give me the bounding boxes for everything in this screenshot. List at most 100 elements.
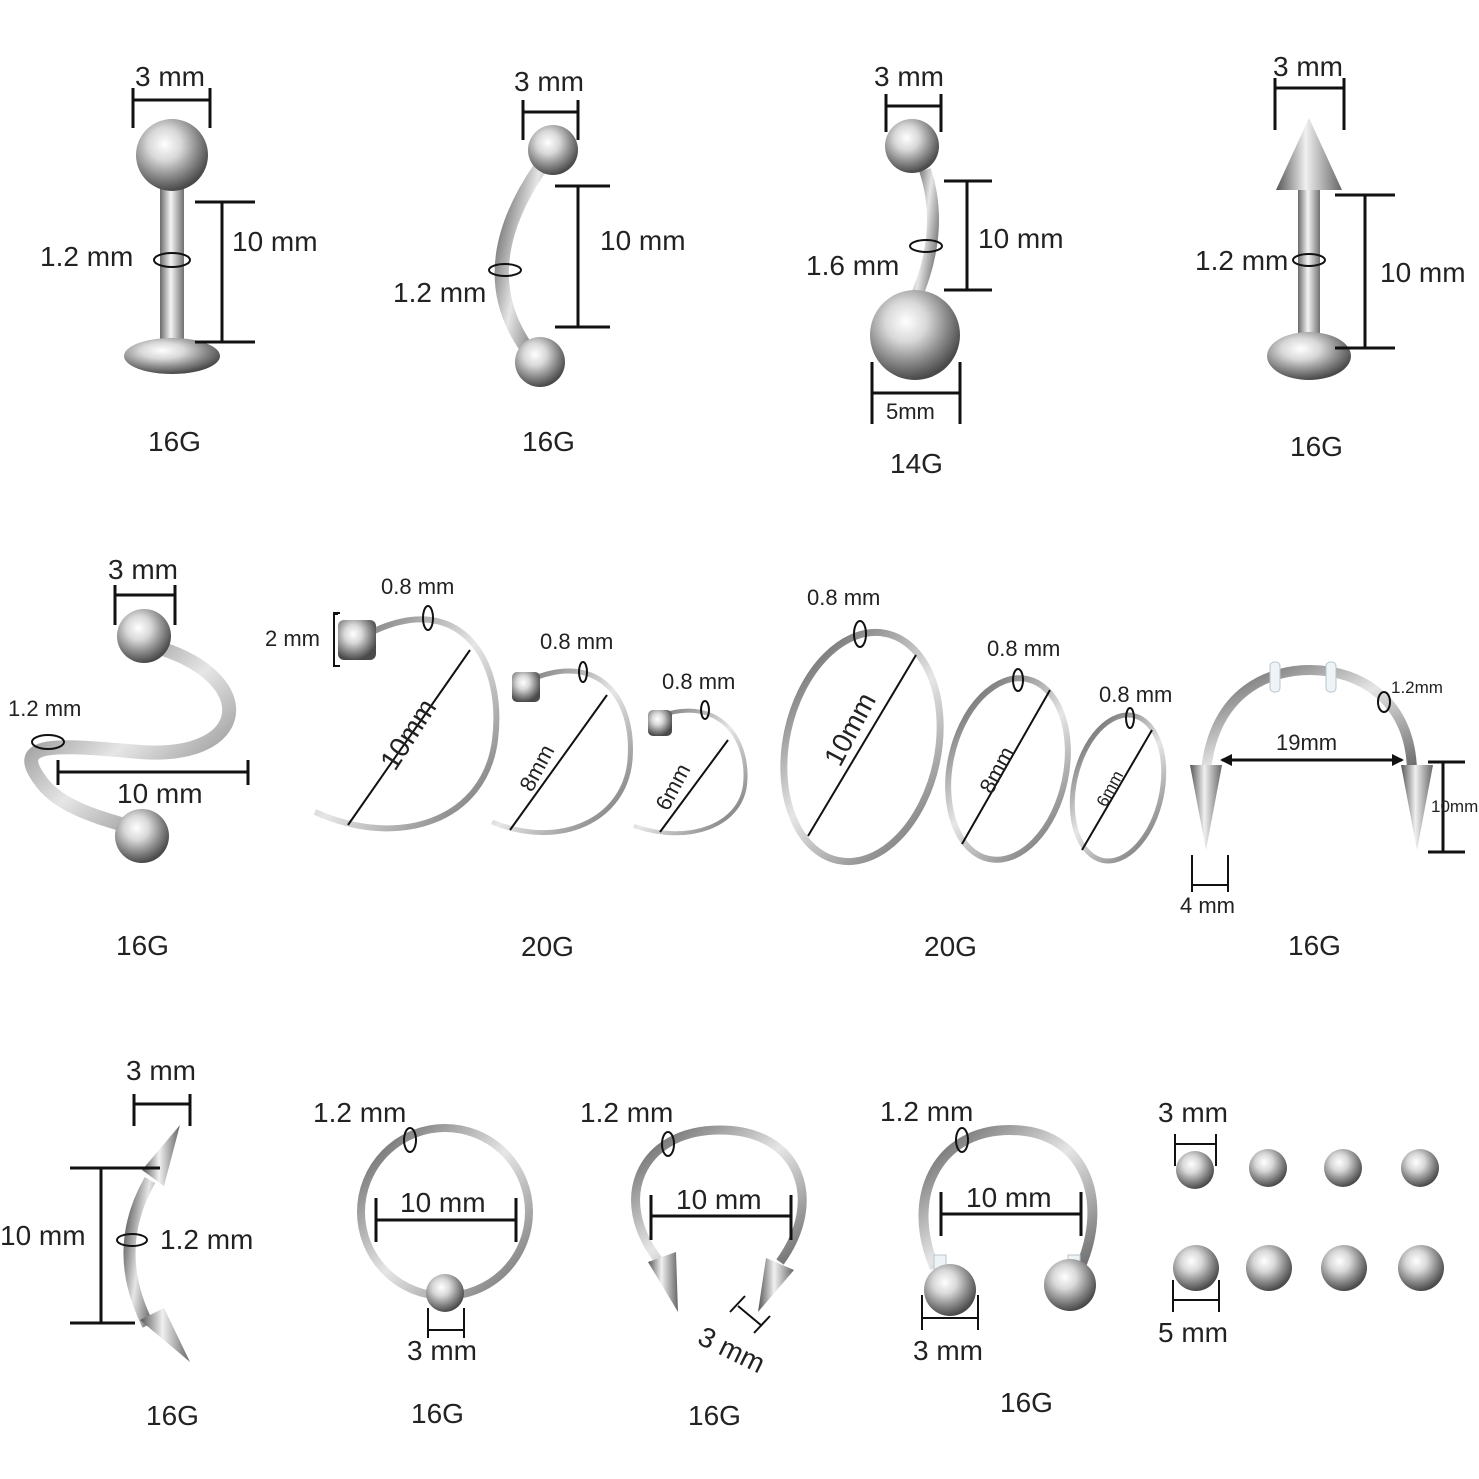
twist-spiral-item: 3 mm 1.2 mm 10 mm 16G [8, 554, 250, 961]
size-10: 10mm [374, 693, 442, 775]
industrial-spike-item: 1.2mm 19mm 10mm 4 mm 16G [1180, 661, 1478, 961]
hoop-8mm [491, 668, 633, 836]
captive-ring-item: 1.2 mm 10 mm 3 mm 16G [313, 1097, 533, 1429]
size-8: 8mm [514, 740, 559, 795]
length-dim: 10 mm [232, 226, 318, 257]
spike-length-dim: 10mm [1431, 797, 1478, 816]
bottom-ball [115, 809, 169, 863]
hoop-10mm [313, 616, 500, 832]
gauge-label: 16G [146, 1400, 199, 1431]
top-spike [1276, 118, 1342, 190]
captive-bead [426, 1274, 464, 1312]
right-spike [1401, 765, 1433, 850]
right-ball [1044, 1259, 1096, 1311]
nose-hoops-flat-item: 2 mm 0.8 mm 10mm 0.8 mm 8mm 0.8 mm 6mm 2… [265, 574, 748, 962]
top-spike-dim: 3 mm [1273, 51, 1343, 82]
flat-end-dim: 2 mm [265, 626, 320, 651]
bead-dim: 3 mm [407, 1335, 477, 1366]
gauge-label: 20G [521, 931, 574, 962]
left-spike [648, 1252, 678, 1312]
gauge-dim: 1.2 mm [1195, 245, 1288, 276]
bottom-ball [870, 290, 960, 380]
gauge-label: 14G [890, 448, 943, 479]
hoop-6mm [633, 708, 748, 836]
length-dim: 10 mm [1380, 257, 1466, 288]
gauge-dim: 1.2 mm [880, 1096, 973, 1127]
length-dim: 10 mm [0, 1220, 86, 1251]
large-ball [1173, 1245, 1219, 1291]
labret-disc [1267, 332, 1351, 380]
size-6: 6mm [650, 759, 695, 814]
gauge-dim: 1.2 mm [160, 1224, 253, 1255]
top-ball-dim: 3 mm [108, 554, 178, 585]
gauge-label: 16G [116, 930, 169, 961]
small-ball [1324, 1149, 1362, 1187]
thickness-6: 0.8 mm [1099, 682, 1172, 707]
gauge-dim: 1.2 mm [393, 277, 486, 308]
left-ball [924, 1264, 976, 1316]
o-ring [1269, 661, 1281, 693]
length-dim: 10 mm [978, 223, 1064, 254]
gauge-label: 16G [411, 1398, 464, 1429]
gauge-label: 16G [522, 426, 575, 457]
small-ball [1249, 1149, 1287, 1187]
length-dim: 10 mm [600, 225, 686, 256]
labret-disc [124, 338, 220, 374]
bottom-ball-dim: 5mm [886, 399, 935, 424]
diameter-dim: 10 mm [676, 1184, 762, 1215]
flat-end [338, 620, 376, 660]
top-ball-dim: 3 mm [514, 66, 584, 97]
large-ball [1246, 1245, 1292, 1291]
labret-ball-item: 3 mm 1.2 mm 10 mm 16G [40, 61, 318, 457]
spike-base-dim: 4 mm [1180, 893, 1235, 918]
gauge-dim: 1.2 mm [313, 1097, 406, 1128]
large-ball [1321, 1245, 1367, 1291]
top-spike-dim: 3 mm [126, 1055, 196, 1086]
spiral-bar [24, 641, 237, 837]
labret-spike-item: 3 mm 1.2 mm 10 mm 16G [1195, 51, 1466, 462]
small-ball-dim: 3 mm [1158, 1097, 1228, 1128]
bottom-ball [515, 337, 565, 387]
gauge-label: 20G [924, 931, 977, 962]
labret-bar [1298, 190, 1320, 350]
spare-balls-item: 3 mm 5 mm [1158, 1097, 1444, 1348]
gauge-label: 16G [1290, 431, 1343, 462]
gauge-label: 16G [1288, 930, 1341, 961]
gauge-dim: 1.6 mm [806, 250, 899, 281]
small-ball [1176, 1151, 1214, 1189]
nose-hoops-seamless-item: 0.8 mm 10mm 0.8 mm 8mm 0.8 mm 6mm 20G [780, 585, 1172, 962]
gauge-dim: 1.2 mm [8, 696, 81, 721]
thickness-6: 0.8 mm [662, 669, 735, 694]
horseshoe-bar [918, 1124, 1098, 1271]
curved-spike-item: 3 mm 1.2 mm 10 mm 16G [0, 1055, 253, 1431]
width-dim: 19mm [1276, 730, 1337, 755]
right-spike [758, 1258, 794, 1312]
top-ball [117, 609, 171, 663]
horseshoe-spike-item: 1.2 mm 10 mm 3 mm 16G [580, 1097, 807, 1431]
labret-bar [160, 175, 184, 345]
top-ball-dim: 3 mm [874, 61, 944, 92]
flat-end [648, 710, 672, 736]
large-ball-dim: 5 mm [1158, 1317, 1228, 1348]
diameter-dim: 10 mm [966, 1182, 1052, 1213]
flat-end [512, 672, 540, 702]
top-ball [528, 125, 578, 175]
bottom-spike [140, 1308, 190, 1362]
large-ball [1398, 1245, 1444, 1291]
gauge-dim: 1.2 mm [40, 241, 133, 272]
belly-bar [909, 168, 939, 303]
gauge-dim: 1.2mm [1391, 678, 1443, 697]
curved-barbell-item: 3 mm 1.2 mm 10 mm 16G [393, 66, 686, 457]
size-8: 8mm [974, 742, 1019, 797]
size-6: 6mm [1093, 768, 1128, 810]
small-ball [1401, 1149, 1439, 1187]
gauge-label: 16G [148, 426, 201, 457]
thickness-10: 0.8 mm [381, 574, 454, 599]
top-ball [885, 119, 939, 173]
gauge-label: 16G [1000, 1387, 1053, 1418]
left-spike [1190, 765, 1222, 850]
thickness-8: 0.8 mm [540, 629, 613, 654]
ball-dim: 3 mm [913, 1335, 983, 1366]
hoop-10mm [780, 628, 944, 866]
